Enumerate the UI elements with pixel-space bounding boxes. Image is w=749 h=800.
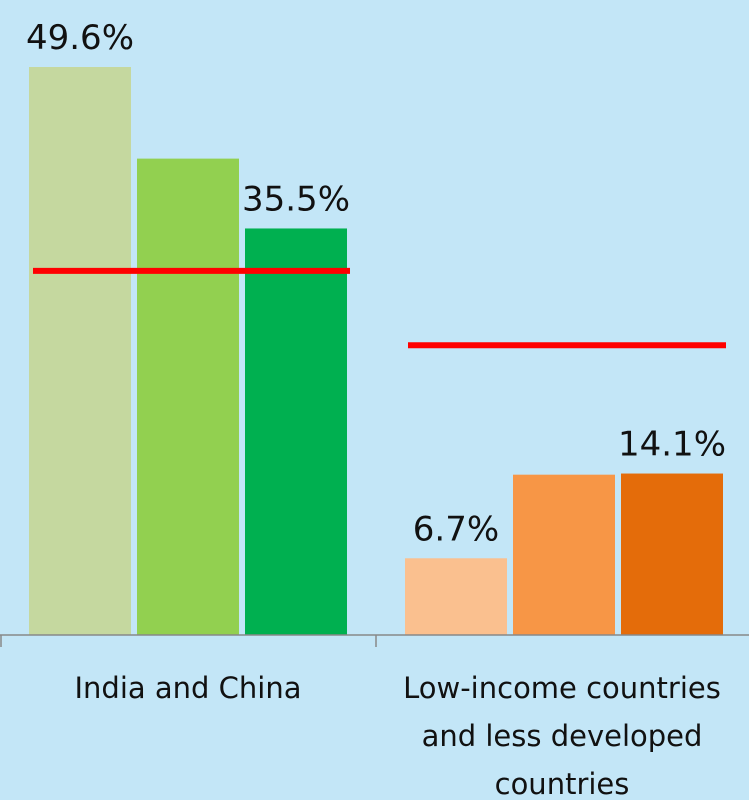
x-axis [0,634,749,647]
bar [513,474,615,635]
bar [245,228,347,635]
category-label: countries [495,767,630,800]
bar [621,473,723,635]
category-label: and less developed [422,719,703,753]
bar-value-label: 35.5% [242,179,350,219]
bar [405,558,507,635]
bar-value-label: 14.1% [618,425,726,465]
category-label: Low-income countries [403,671,721,705]
labels-layer: 49.6% 35.5% India and China 6.7% 14.1% Low-in… [26,18,726,800]
bar-value-label: 49.6% [26,18,134,58]
reference-lines-layer [33,267,726,349]
bar [29,67,131,635]
bar-value-label: 6.7% [413,509,499,549]
category-label: India and China [74,671,301,705]
bar [137,158,239,635]
bars-layer [29,67,723,635]
